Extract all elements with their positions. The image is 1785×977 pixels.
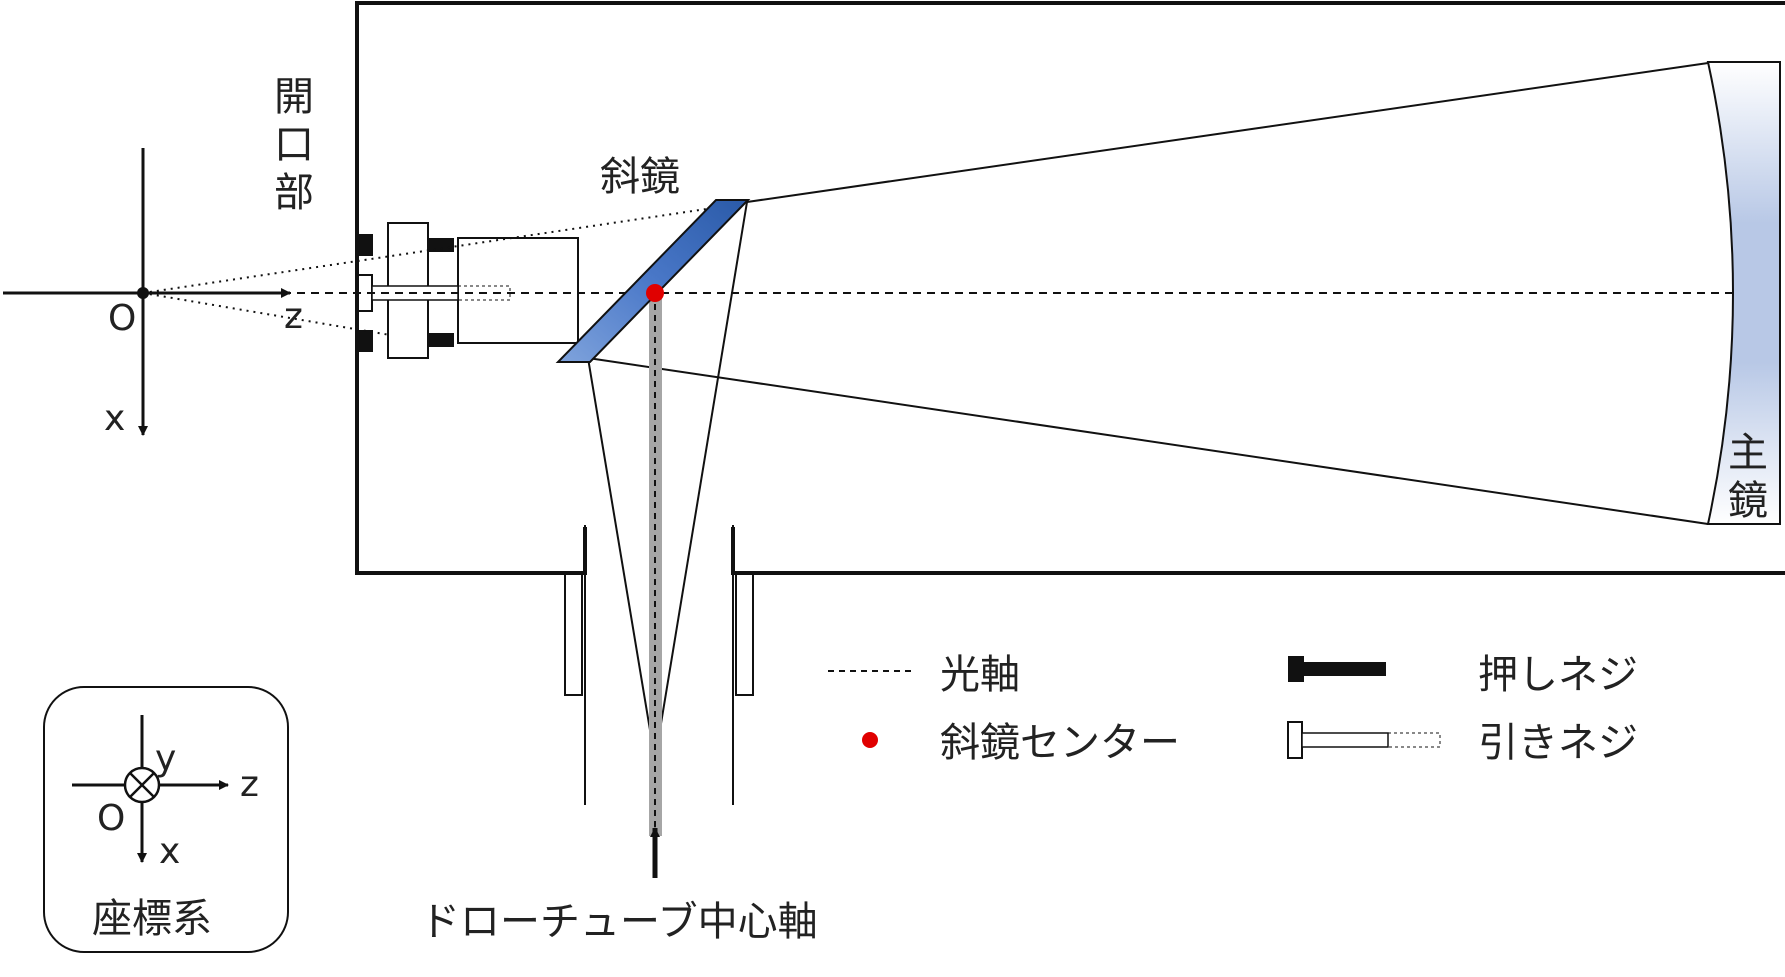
push-screw-top-left bbox=[357, 234, 373, 256]
secondary-mirror bbox=[555, 199, 751, 363]
push-screw-top-right bbox=[428, 238, 454, 252]
tube-bottom-wall-right bbox=[731, 527, 1785, 575]
coordinate-box-frame bbox=[43, 686, 289, 953]
tube-bottom-wall bbox=[355, 527, 587, 575]
z-axis-label: z bbox=[284, 296, 303, 337]
aperture-label-1: 開 bbox=[274, 74, 314, 120]
draw-tube-axis-label: ドローチューブ中心軸 bbox=[420, 899, 818, 945]
primary-mirror bbox=[1706, 61, 1781, 525]
mirror-center-dot bbox=[646, 284, 664, 302]
holder-rod bbox=[457, 237, 579, 344]
x-axis-label: x bbox=[104, 398, 125, 439]
legend-push-screw-swatch bbox=[1288, 656, 1386, 682]
push-screw-bottom-right bbox=[428, 333, 454, 347]
aperture-label-3: 部 bbox=[274, 170, 314, 216]
origin-label: O bbox=[108, 298, 136, 339]
coord-origin-label: O bbox=[97, 798, 125, 839]
coordinate-system-box: y z O x 座標系 bbox=[43, 686, 289, 953]
coord-x-label: x bbox=[159, 831, 180, 872]
draw-tube-axis bbox=[649, 293, 662, 878]
legend-pull-screw-label: 引きネジ bbox=[1478, 720, 1638, 766]
light-cone bbox=[587, 61, 1716, 761]
coord-y-label: y bbox=[155, 738, 176, 779]
legend: 光軸 斜鏡センター 押しネジ 引きネジ bbox=[828, 652, 1638, 766]
legend-optical-axis-label: 光軸 bbox=[940, 652, 1020, 698]
focuser bbox=[564, 525, 754, 805]
secondary-holder bbox=[357, 222, 579, 359]
primary-mirror-label-2: 鏡 bbox=[1728, 478, 1768, 524]
secondary-mirror-label: 斜鏡 bbox=[600, 154, 680, 200]
legend-push-screw-label: 押しネジ bbox=[1478, 652, 1638, 698]
pull-screw-tip bbox=[457, 285, 511, 301]
aperture-rays bbox=[142, 207, 714, 336]
focuser-flange-right bbox=[735, 575, 754, 696]
legend-mirror-center-label: 斜鏡センター bbox=[940, 720, 1180, 766]
aperture-label-2: 口 bbox=[274, 122, 314, 168]
legend-pull-screw-swatch bbox=[1287, 721, 1441, 759]
primary-mirror-label-1: 主 bbox=[1728, 430, 1768, 476]
coord-z-label: z bbox=[240, 764, 259, 805]
focuser-flange-left bbox=[564, 575, 583, 696]
push-screw-bottom-left bbox=[357, 330, 373, 352]
legend-mirror-center-swatch bbox=[862, 732, 878, 748]
coordinate-box-title: 座標系 bbox=[92, 896, 212, 942]
draw-tube-axis-bar bbox=[649, 293, 662, 836]
